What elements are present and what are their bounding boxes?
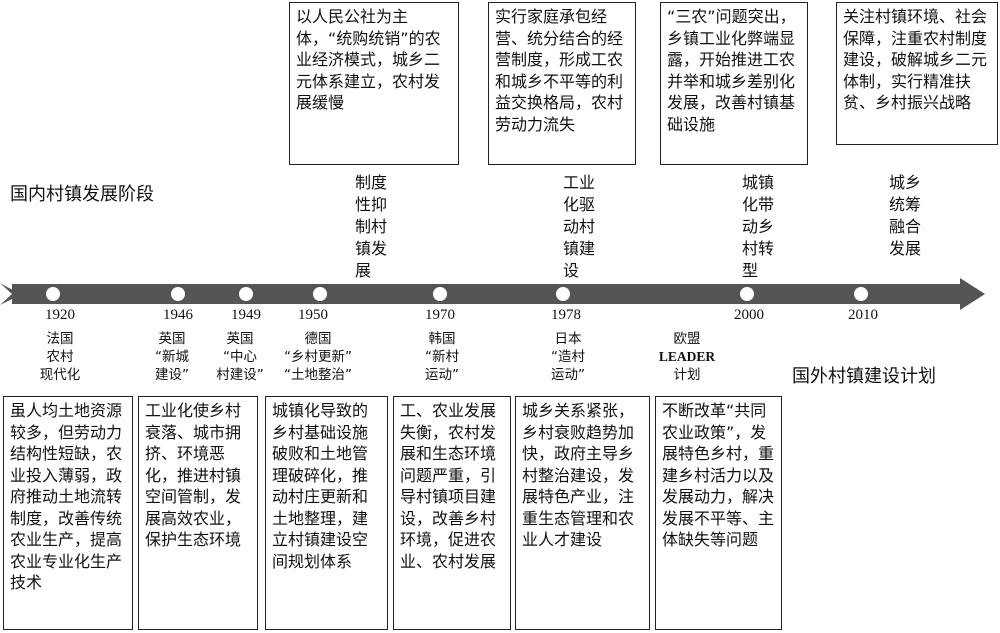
domestic-stage-label-1: 制度性抑制村镇发展 xyxy=(355,173,388,280)
year-label-1978: 1978 xyxy=(551,307,581,323)
plan-name-line1: “中心 xyxy=(223,349,257,365)
domestic-desc-box-1: 以人民公社为主体，“统购统销”的农业经济模式，城乡二元体系建立，农村发展缓慢 xyxy=(289,2,459,165)
foreign-desc-box-6: 不断改革“共同农业政策”，发展特色乡村，重建乡村活力以及发展动力，解决发展不平等… xyxy=(655,396,782,630)
plan-country: 德国 xyxy=(304,331,332,347)
plan-name-line1: “新村 xyxy=(425,349,459,365)
foreign-desc-box-2: 工业化使乡村衰落、城市拥挤、环境恶化，推进村镇空间管制，发展高效农业，保护生态环… xyxy=(138,396,258,630)
year-label-2010: 2010 xyxy=(848,307,878,323)
plan-name-line1: 农村 xyxy=(46,349,74,365)
timeline-markers xyxy=(46,287,868,301)
timeline-marker-1949 xyxy=(239,287,253,301)
foreign-desc-box-3: 城镇化导致的乡村基础设施破败和土地管理破碎化，推动村庄更新和土地整理，建立村镇建… xyxy=(265,396,388,630)
timeline-bar xyxy=(12,284,960,304)
timeline-marker-1946 xyxy=(171,287,185,301)
timeline-marker-1950 xyxy=(313,287,327,301)
timeline-marker-2000 xyxy=(740,287,754,301)
plan-name-line2: 村建设” xyxy=(216,367,264,383)
plan-name-line1: “乡村更新” xyxy=(284,349,352,365)
timeline-marker-1970 xyxy=(433,287,447,301)
domestic-desc-box-2: 实行家庭承包经营、统分结合的经营制度，形成工农和城乡不平等的利益交换格局，农村劳… xyxy=(488,2,636,165)
year-label-1946: 1946 xyxy=(163,307,193,323)
foreign-plan-germany: 德国 “乡村更新” “土地整治” xyxy=(284,330,352,384)
timeline-marker-2010 xyxy=(854,287,868,301)
timeline-marker-1978 xyxy=(556,287,570,301)
domestic-stage-label-4: 城乡统筹融合发展 xyxy=(889,173,922,258)
foreign-plan-eu-leader: 欧盟 LEADER 计划 xyxy=(659,330,715,384)
plan-country: 韩国 xyxy=(428,331,456,347)
plan-name-line2: “土地整治” xyxy=(284,367,352,383)
year-label-1970: 1970 xyxy=(425,307,455,323)
foreign-section-title: 国外村镇建设计划 xyxy=(792,366,936,387)
domestic-section-title: 国内村镇发展阶段 xyxy=(10,184,154,205)
foreign-desc-box-1: 虽人均土地资源较多，但劳动力结构性短缺，农业投入薄弱，政府推动土地流转制度，改善… xyxy=(3,396,133,630)
plan-country: 欧盟 xyxy=(673,331,701,347)
year-label-2000: 2000 xyxy=(734,307,764,323)
year-label-1950: 1950 xyxy=(298,307,328,323)
plan-name-line2: 建设” xyxy=(155,367,189,383)
plan-name-line2: 计划 xyxy=(673,367,701,383)
domestic-stage-label-3: 城镇化带动乡村转型 xyxy=(742,173,775,280)
year-label-1920: 1920 xyxy=(45,307,75,323)
plan-name-line1: “造村 xyxy=(551,349,585,365)
plan-name-line1: LEADER xyxy=(658,349,716,364)
foreign-plan-france: 法国 农村 现代化 xyxy=(40,330,81,384)
foreign-plan-uk-central-village: 英国 “中心 村建设” xyxy=(216,330,264,384)
plan-country: 英国 xyxy=(158,331,186,347)
year-label-1949: 1949 xyxy=(231,307,261,323)
timeline-marker-1920 xyxy=(46,287,60,301)
foreign-plan-uk-new-town: 英国 “新城 建设” xyxy=(155,330,189,384)
domestic-desc-box-4: 关注村镇环境、社会保障，注重农村制度建设，破解城乡二元体制，实行精准扶贫、乡村振… xyxy=(836,2,998,145)
plan-country: 法国 xyxy=(46,331,74,347)
plan-name-line2: 运动” xyxy=(551,367,585,383)
foreign-plan-japan: 日本 “造村 运动” xyxy=(551,330,585,384)
plan-name-line1: “新城 xyxy=(155,349,189,365)
plan-country: 英国 xyxy=(226,331,254,347)
plan-name-line2: 运动” xyxy=(425,367,459,383)
plan-country: 日本 xyxy=(554,331,582,347)
foreign-plan-korea: 韩国 “新村 运动” xyxy=(425,330,459,384)
foreign-desc-box-4: 工、农业发展失衡，农村发展和生态环境问题严重，引导村镇项目建设，改善乡村环境，促… xyxy=(393,396,511,630)
domestic-desc-box-3: “三农”问题突出，乡镇工业化弊端显露，开始推进工农并举和城乡差别化发展，改善村镇… xyxy=(660,2,808,165)
foreign-desc-box-5: 城乡关系紧张，乡村衰败趋势加快，政府主导乡村整治建设，发展特色产业，注重生态管理… xyxy=(515,396,650,630)
plan-name-line2: 现代化 xyxy=(39,367,81,383)
domestic-stage-label-2: 工业化驱动村镇建设 xyxy=(563,173,596,280)
